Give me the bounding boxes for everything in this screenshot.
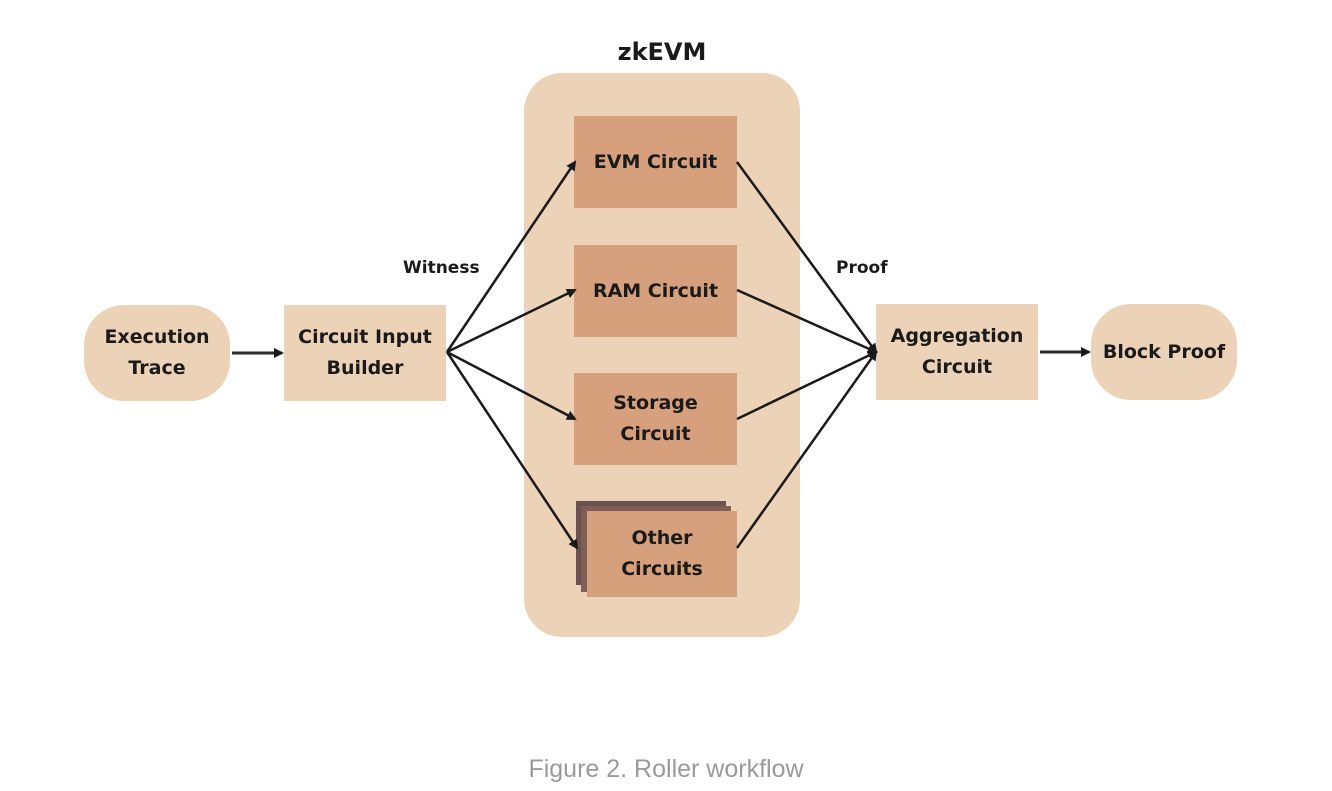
edge-label-proof: Proof — [836, 258, 888, 278]
node-circuit-input-builder: Circuit Input Builder — [284, 305, 446, 401]
node-aggregation-circuit: Aggregation Circuit — [876, 304, 1038, 400]
node-block-proof: Block Proof — [1091, 304, 1237, 400]
zkevm-group-title: zkEVM — [617, 38, 707, 66]
edge-evm-to-aggregation — [735, 161, 878, 354]
node-other-circuits: Other Circuits — [587, 511, 737, 597]
edge-ram-to-aggregation — [736, 288, 878, 354]
node-execution-trace: Execution Trace — [84, 305, 230, 401]
edge-builder-to-other — [445, 351, 579, 550]
edge-builder-to-ram — [446, 288, 577, 354]
edge-builder-to-evm — [445, 160, 577, 353]
edge-builder-to-storage — [446, 350, 577, 421]
node-evm-circuit: EVM Circuit — [574, 116, 737, 208]
figure-caption: Figure 2. Roller workflow — [528, 755, 804, 783]
edge-other-to-aggregation — [735, 350, 878, 549]
edge-label-witness: Witness — [403, 258, 480, 278]
node-storage-circuit: Storage Circuit — [574, 373, 737, 465]
node-ram-circuit: RAM Circuit — [574, 245, 737, 337]
edge-storage-to-aggregation — [736, 350, 878, 421]
